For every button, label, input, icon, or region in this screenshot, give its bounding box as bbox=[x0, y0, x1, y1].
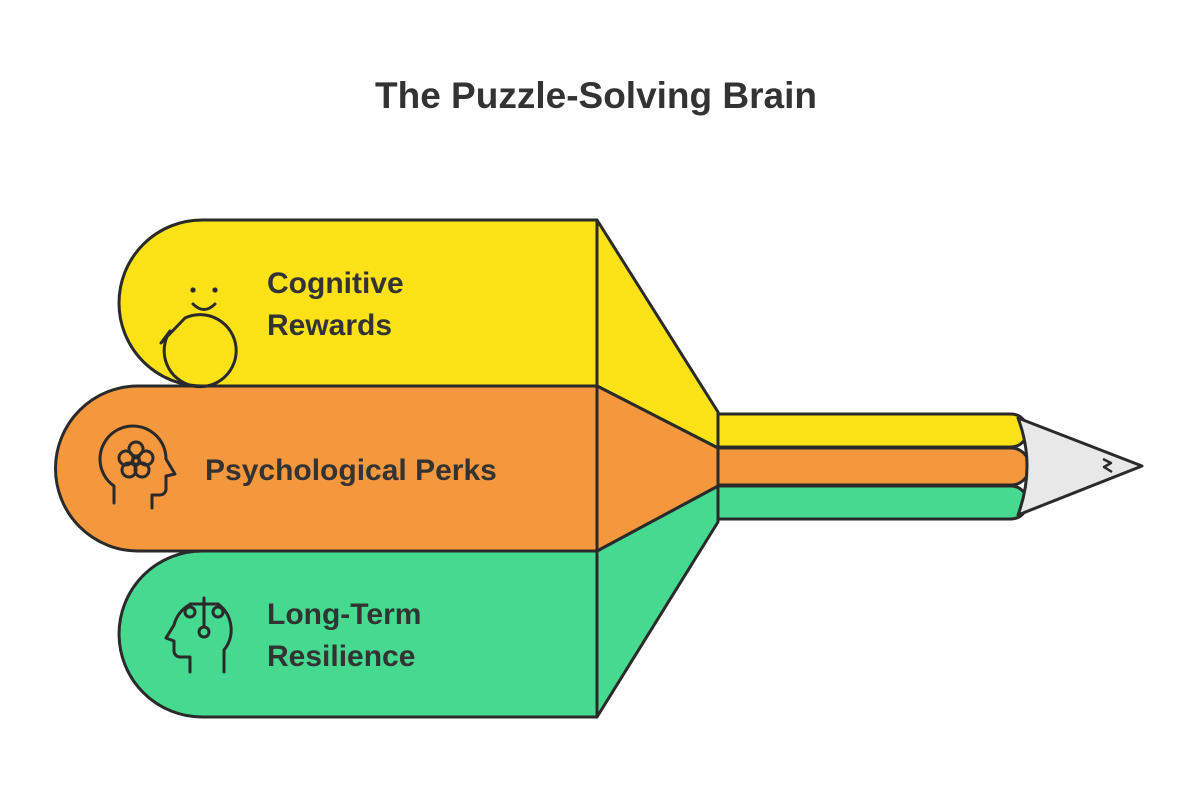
label-cognitive-rewards-line-1: Cognitive bbox=[267, 267, 404, 300]
band-cognitive-rewards bbox=[117, 218, 1029, 450]
band-orange-tab bbox=[54, 384, 599, 553]
band-yellow-strip bbox=[716, 412, 1029, 449]
band-orange-strip bbox=[716, 446, 1031, 487]
pencil-tip-cone bbox=[1016, 416, 1144, 517]
label-psychological-perks-line-1: Psychological Perks bbox=[205, 454, 497, 487]
band-green-tab bbox=[117, 549, 599, 719]
band-yellow-tab bbox=[117, 218, 599, 388]
band-psychological-perks bbox=[54, 384, 1031, 553]
head-flower-icon bbox=[98, 424, 177, 510]
label-long-term-resilience-line-1: Long-Term bbox=[267, 598, 421, 631]
diagram-title: The Puzzle-Solving Brain bbox=[375, 75, 817, 116]
label-psychological-perks: Psychological Perks bbox=[205, 454, 497, 487]
chat-bubble-smile-icon bbox=[159, 287, 238, 389]
label-cognitive-rewards: Cognitive Rewards bbox=[267, 267, 412, 342]
band-long-term-resilience bbox=[117, 484, 1029, 719]
pencil-lead-notch bbox=[1102, 457, 1113, 474]
label-cognitive-rewards-line-2: Rewards bbox=[267, 309, 392, 342]
pencil-tip bbox=[1016, 416, 1144, 517]
label-long-term-resilience-line-2: Resilience bbox=[267, 640, 415, 673]
head-balance-scale-icon bbox=[164, 596, 233, 674]
label-long-term-resilience: Long-Term Resilience bbox=[267, 598, 430, 673]
band-green-strip bbox=[716, 484, 1029, 521]
